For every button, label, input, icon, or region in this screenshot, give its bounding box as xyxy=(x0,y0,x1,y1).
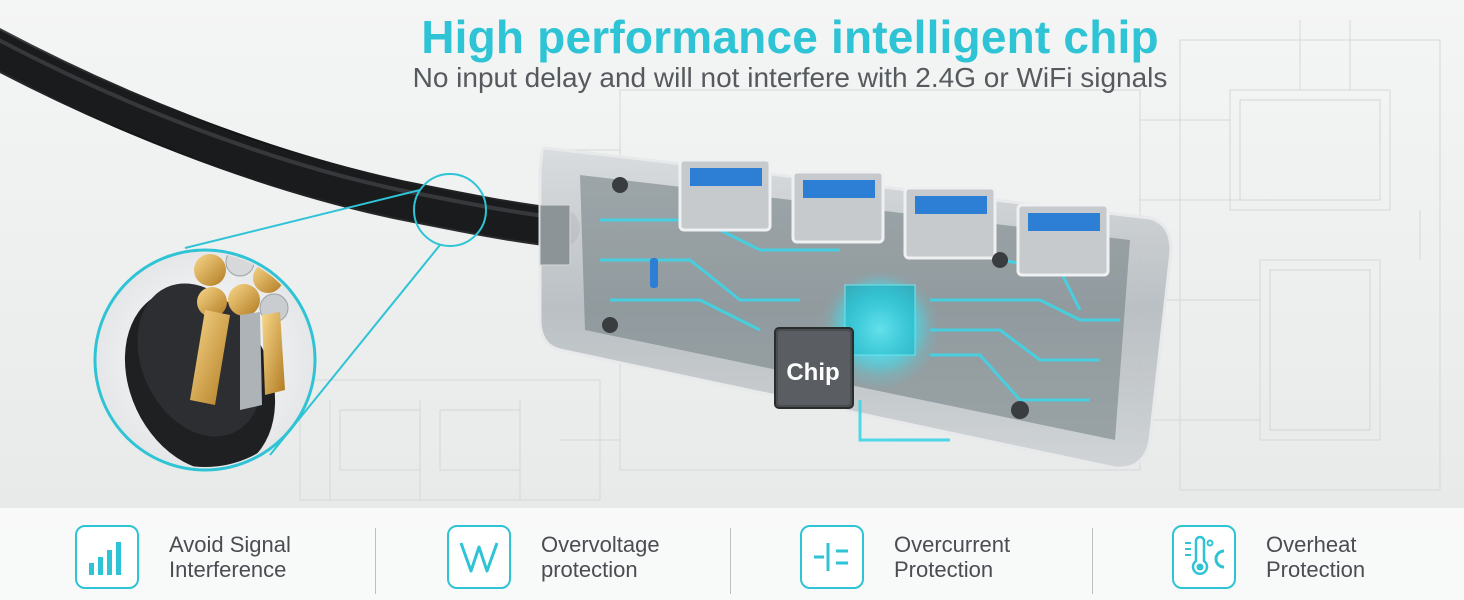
feature-divider xyxy=(375,528,376,594)
feature-overheat-label: Overheat Protection xyxy=(1266,532,1366,582)
feature-overcurrent: Overcurrent Protection xyxy=(800,524,1064,590)
feature-signal: Avoid Signal Interference xyxy=(75,524,339,590)
circuit-dot-grid xyxy=(339,99,1381,471)
signal-bars-icon xyxy=(75,525,139,589)
feature-divider xyxy=(730,528,731,594)
chip-label: Chip xyxy=(786,359,839,386)
feature-divider xyxy=(1092,528,1093,594)
feature-overvoltage-label: Overvoltage protection xyxy=(541,532,660,582)
voltage-wave-icon xyxy=(447,525,511,589)
feature-overcurrent-label: Overcurrent Protection xyxy=(894,532,1011,582)
current-symbol-icon xyxy=(800,525,864,589)
headline: High performance intelligent chip xyxy=(421,11,1159,63)
subheadline: No input delay and will not interfere wi… xyxy=(412,62,1168,93)
thermometer-icon xyxy=(1172,525,1236,589)
feature-signal-label: Avoid Signal Interference xyxy=(169,532,291,582)
feature-overheat: Overheat Protection xyxy=(1172,524,1436,590)
circuit-traces xyxy=(600,189,1120,442)
usb-ports xyxy=(678,158,1110,277)
feature-overvoltage: Overvoltage protection xyxy=(447,524,711,590)
chip-badge: Chip xyxy=(774,327,854,409)
usb-hub xyxy=(538,146,1173,470)
feature-bar: Avoid Signal Interference Overvoltage pr… xyxy=(0,508,1464,600)
